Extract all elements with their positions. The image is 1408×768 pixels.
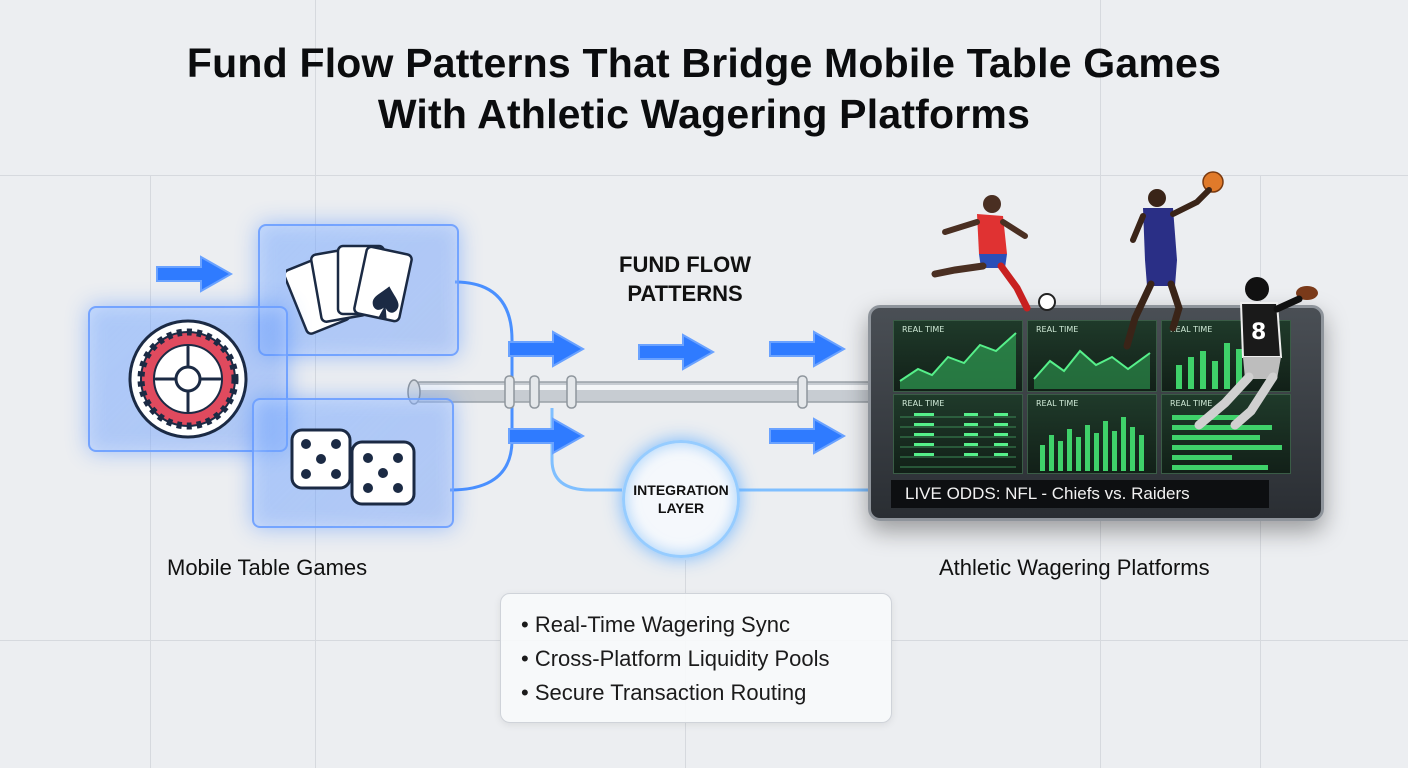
integration-label-line-1: INTEGRATION bbox=[633, 482, 729, 498]
basketball-player-icon bbox=[1123, 171, 1224, 350]
soccer-player-icon bbox=[931, 195, 1056, 312]
panel-title: REAL TIME bbox=[1036, 399, 1079, 408]
athletic-wagering-label: Athletic Wagering Platforms bbox=[939, 555, 1210, 580]
arrow-right-icon bbox=[508, 330, 586, 368]
dashboard-panel: REAL TIME bbox=[893, 320, 1023, 392]
panel-title: REAL TIME bbox=[1170, 325, 1213, 334]
bar-chart-icon bbox=[1176, 343, 1242, 389]
odds-table-icon bbox=[900, 413, 1016, 468]
live-odds-ticker: LIVE ODDS: NFL - Chiefs vs. Raiders bbox=[891, 480, 1269, 508]
feature-item: Secure Transaction Routing bbox=[521, 676, 891, 710]
line-chart-icon bbox=[899, 332, 1017, 389]
card-connector-bottom bbox=[449, 402, 514, 492]
arrow-right-icon bbox=[769, 417, 847, 455]
pipe-ring bbox=[566, 375, 577, 409]
pipe-rings bbox=[504, 375, 808, 409]
fund-flow-label: FUND FLOW PATTERNS bbox=[560, 250, 810, 308]
roulette-wheel-icon bbox=[128, 319, 248, 439]
panel-title: REAL TIME bbox=[902, 399, 945, 408]
card-playing-cards bbox=[258, 224, 459, 356]
mobile-table-games-label: Mobile Table Games bbox=[167, 555, 368, 580]
integration-connector bbox=[550, 408, 622, 492]
arrow-right-icon bbox=[156, 255, 234, 293]
pipe-ring bbox=[504, 375, 515, 409]
pipe-ring bbox=[529, 375, 540, 409]
arrow-right-icon bbox=[508, 417, 586, 455]
dashboard-panel: REAL TIME bbox=[893, 394, 1023, 474]
fund-flow-label-line-2: PATTERNS bbox=[627, 281, 743, 306]
features-list: Real-Time Wagering Sync Cross-Platform L… bbox=[501, 594, 891, 710]
page-title: Fund Flow Patterns That Bridge Mobile Ta… bbox=[0, 38, 1408, 140]
arrow-right-icon bbox=[638, 333, 716, 371]
pipe-highlight bbox=[416, 385, 886, 390]
features-box: Real-Time Wagering Sync Cross-Platform L… bbox=[500, 593, 892, 723]
dashboard-panel: REAL TIME bbox=[1027, 320, 1157, 392]
fund-flow-label-line-1: FUND FLOW bbox=[619, 252, 751, 277]
playing-cards-icon bbox=[286, 244, 413, 335]
bar-chart-icon bbox=[1040, 417, 1144, 471]
pipe-ring bbox=[797, 375, 808, 409]
title-line-1: Fund Flow Patterns That Bridge Mobile Ta… bbox=[186, 40, 1222, 86]
title-line-2: With Athletic Wagering Platforms bbox=[377, 91, 1031, 137]
arrow-right-icon bbox=[769, 330, 847, 368]
card-dice bbox=[252, 398, 454, 528]
panel-title: REAL TIME bbox=[1170, 399, 1213, 408]
feature-item: Cross-Platform Liquidity Pools bbox=[521, 642, 891, 676]
panel-title: REAL TIME bbox=[1036, 325, 1079, 334]
panel-title: REAL TIME bbox=[902, 325, 945, 334]
integration-label-line-2: LAYER bbox=[657, 500, 705, 516]
integration-layer: INTEGRATION LAYER bbox=[622, 440, 740, 558]
card-connector-top bbox=[454, 280, 514, 392]
dice-icon bbox=[290, 428, 416, 506]
dashboard-panel: REAL TIME bbox=[1027, 394, 1157, 474]
svg-text:8: 8 bbox=[1251, 320, 1266, 345]
grid-line bbox=[150, 175, 151, 768]
feature-item: Real-Time Wagering Sync bbox=[521, 608, 891, 642]
line-chart-icon bbox=[1033, 349, 1151, 389]
grid-line bbox=[0, 175, 1408, 176]
football-player-icon: 8 bbox=[1194, 277, 1318, 430]
grid-line bbox=[315, 0, 316, 768]
